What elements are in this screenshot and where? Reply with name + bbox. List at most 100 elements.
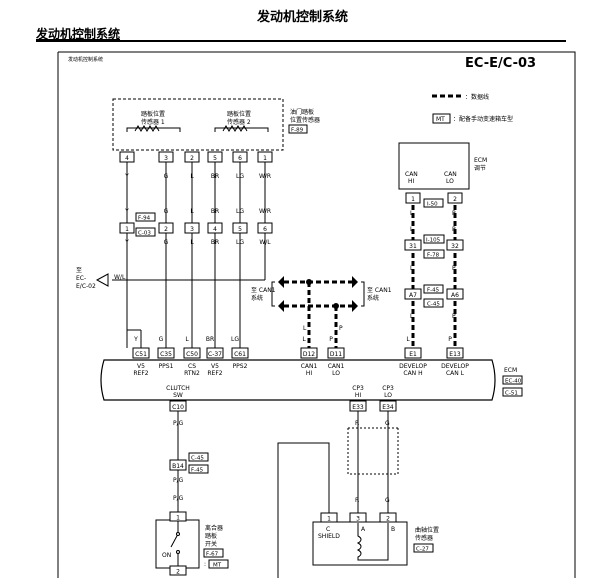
ecm-top-pin: 2 — [453, 196, 457, 203]
header-rule — [36, 40, 566, 42]
legend-mt-text: ：配备手动变速箱车型 — [453, 115, 513, 123]
ecm-top-label-2: 调节 — [474, 164, 486, 172]
f94-pin-box — [184, 222, 200, 234]
ecm-terminal-name: LO — [332, 370, 340, 377]
cps-hi-1: CP3 — [352, 385, 364, 392]
cps-pin: 2 — [386, 516, 390, 523]
ecm-wire-color: L — [302, 336, 306, 343]
tiny-caption: 发动机控制系统 — [68, 56, 103, 63]
apps1-resistor — [126, 125, 181, 132]
section-title: 发动机控制系统 — [36, 27, 121, 41]
cps-lo-2: LO — [384, 392, 392, 399]
clutch-pin1: 1 — [176, 515, 180, 522]
ecm-terminal-name: PPS1 — [159, 363, 174, 370]
f94-ref: F-94 — [138, 216, 151, 222]
ecm-terminal-box — [446, 347, 464, 359]
wire-color: L — [190, 208, 194, 215]
wire-color: LG — [236, 173, 244, 180]
conn-a7-pin: A7 — [409, 292, 417, 299]
cps-pin: 1 — [327, 516, 331, 523]
diagram-code: EC-E/C-03 — [465, 56, 536, 71]
apps1-label-2: 传感器 1 — [141, 118, 165, 126]
legend-mt-tag: MT — [436, 116, 445, 123]
conn-a6-pin: A6 — [451, 292, 459, 299]
ecm-terminal-code: C61 — [234, 351, 246, 358]
ecm-ref1: EC-40 — [505, 379, 522, 385]
cps-pin-a: A — [361, 526, 366, 533]
ecm-terminal-name: PPS2 — [233, 363, 248, 370]
ecm-terminal-code: C35 — [160, 351, 172, 358]
cps-pin-box — [379, 512, 397, 523]
wire-color: Y — [124, 208, 129, 215]
sensor-pin: 5 — [213, 155, 217, 162]
sensor-pin: 1 — [263, 155, 267, 162]
f94-pin-box — [257, 222, 273, 234]
ecm-terminal-name: V5 — [211, 363, 219, 370]
offpage-arrow-icon — [95, 273, 109, 287]
f78-ref-box — [423, 249, 445, 259]
ecm-terminal-code: E13 — [449, 351, 461, 358]
wire-color: G — [164, 239, 169, 246]
cps-pin: 3 — [356, 516, 360, 523]
wire-color: Y — [124, 239, 129, 246]
conn-32-pin: 32 — [451, 243, 459, 250]
ecm-wire-color: P — [329, 336, 333, 343]
can1-left-label-2: 系统 — [251, 294, 263, 302]
page-title: 发动机控制系统 — [256, 10, 348, 25]
ecm-terminal-name: CAN1 — [328, 363, 345, 370]
c45-ref: C-45 — [427, 302, 440, 308]
wire-color: LG — [236, 208, 244, 215]
cps-pin-c: C — [326, 526, 330, 533]
ecm-wire-color: LG — [231, 336, 239, 343]
ecm-top-can-h2: HI — [408, 178, 415, 185]
cps-shield: SHIELD — [318, 533, 340, 540]
coil-icon — [356, 523, 389, 561]
clutch-on-label: ON — [162, 552, 171, 559]
wire-color: P — [452, 210, 456, 217]
f78-ref: F-78 — [427, 253, 440, 259]
ecm-terminal-box — [231, 347, 249, 359]
switch-terminal — [176, 550, 180, 554]
diagram-frame — [58, 51, 576, 578]
cps-pin-box — [320, 512, 338, 523]
ecm-terminal-box — [206, 347, 224, 359]
f94-pin: 4 — [213, 226, 217, 233]
ecm-terminal-code: C51 — [135, 351, 147, 358]
clutch-code: C10 — [172, 404, 184, 411]
switch-pivot — [176, 532, 180, 536]
ecm-terminal-code: D12 — [303, 351, 315, 358]
c03-ref-box — [135, 227, 156, 237]
can1-right-label-2: 系统 — [367, 294, 379, 302]
clutch-sw-label-1: 离合器 — [205, 524, 223, 532]
cps-ref-box — [413, 543, 434, 553]
i50-ref: I-50 — [427, 202, 438, 208]
f45-ref-box — [423, 284, 444, 294]
f94-pin-box — [158, 222, 174, 234]
switch-contact-icon — [170, 521, 179, 566]
conn-a6-box — [446, 288, 464, 300]
wire-color: P — [452, 265, 456, 272]
ecm-terminal-code: C50 — [186, 351, 198, 358]
assembly-ref-box — [288, 124, 308, 134]
wire-color: LG — [236, 239, 244, 246]
ecm-wire-color: L — [406, 336, 410, 343]
offpage-label-1: 至 — [76, 267, 82, 274]
i105-ref: I-105 — [426, 238, 441, 244]
assembly-ref: F-89 — [291, 128, 304, 134]
bracket-left — [271, 281, 275, 307]
conn-31-pin: 31 — [409, 243, 417, 250]
wire-color: P/G — [173, 477, 184, 484]
bracket-right — [361, 281, 365, 307]
ecm-top-box — [398, 142, 470, 190]
can1-hi-color: L — [303, 325, 307, 332]
i105-ref-box — [423, 234, 445, 244]
wire-color: BR — [211, 173, 219, 180]
legend-mt-box — [432, 113, 451, 124]
splice-dot — [333, 303, 339, 309]
f94-pin: 3 — [190, 226, 194, 233]
assembly-label-2: 位置传感器 — [290, 116, 320, 124]
shield-wire — [277, 442, 330, 578]
f94-pin: 2 — [164, 226, 168, 233]
clutch-ref1-box — [188, 452, 209, 462]
ecm-terminal-name: REF2 — [207, 370, 222, 377]
